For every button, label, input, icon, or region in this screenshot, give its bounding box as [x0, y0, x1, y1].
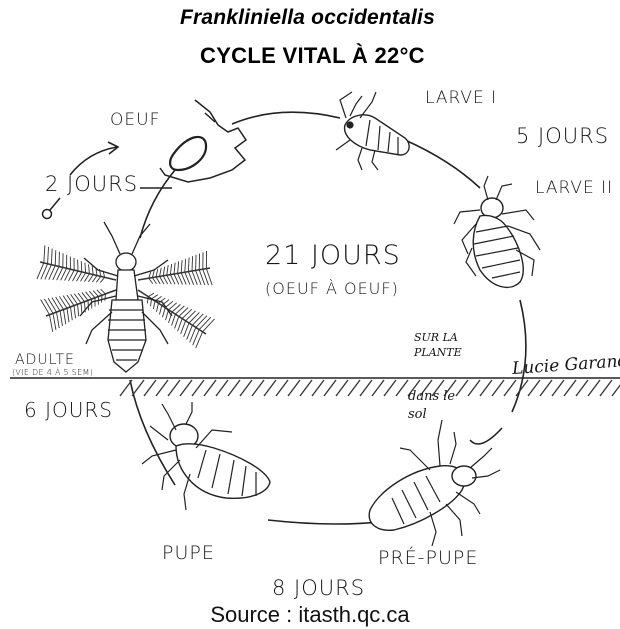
- arrow-icon: [70, 147, 117, 175]
- label-pupa: PUPE: [162, 542, 215, 564]
- label-egg: OEUF: [110, 110, 160, 130]
- label-larva-duration: 5 JOURS: [516, 124, 609, 148]
- thrips-larva-icon: [454, 176, 540, 287]
- label-adult-lifespan: (VIE DE 4 À 5 SEM): [12, 368, 93, 377]
- thrips-pupa-icon: [142, 402, 270, 510]
- label-total-sub: (OEUF À OEUF): [265, 279, 399, 298]
- label-plant-zone: SUR LA PLANTE: [414, 330, 474, 360]
- label-larva2: LARVE II: [535, 178, 613, 198]
- label-soil-zone: dans le sol: [408, 388, 468, 424]
- label-adult-duration: 6 JOURS: [22, 398, 115, 422]
- label-adult: ADULTE: [15, 352, 75, 368]
- source-caption: Source : itasth.qc.ca: [0, 602, 620, 628]
- label-egg-duration: 2 JOURS: [45, 172, 138, 196]
- soil-hatching: [120, 380, 620, 396]
- thrips-adult-icon: [37, 222, 215, 372]
- label-prepupa: PRÉ-PUPE: [378, 547, 478, 569]
- label-total-duration: 21 JOURS: [265, 240, 401, 271]
- thrips-prepupa-icon: [369, 420, 500, 546]
- label-pupal-duration: 8 JOURS: [272, 576, 365, 600]
- egg-icon: [170, 137, 206, 170]
- female-symbol-icon: [43, 198, 61, 219]
- label-larva1: LARVE I: [425, 88, 497, 108]
- thrips-larva-icon: [336, 92, 409, 170]
